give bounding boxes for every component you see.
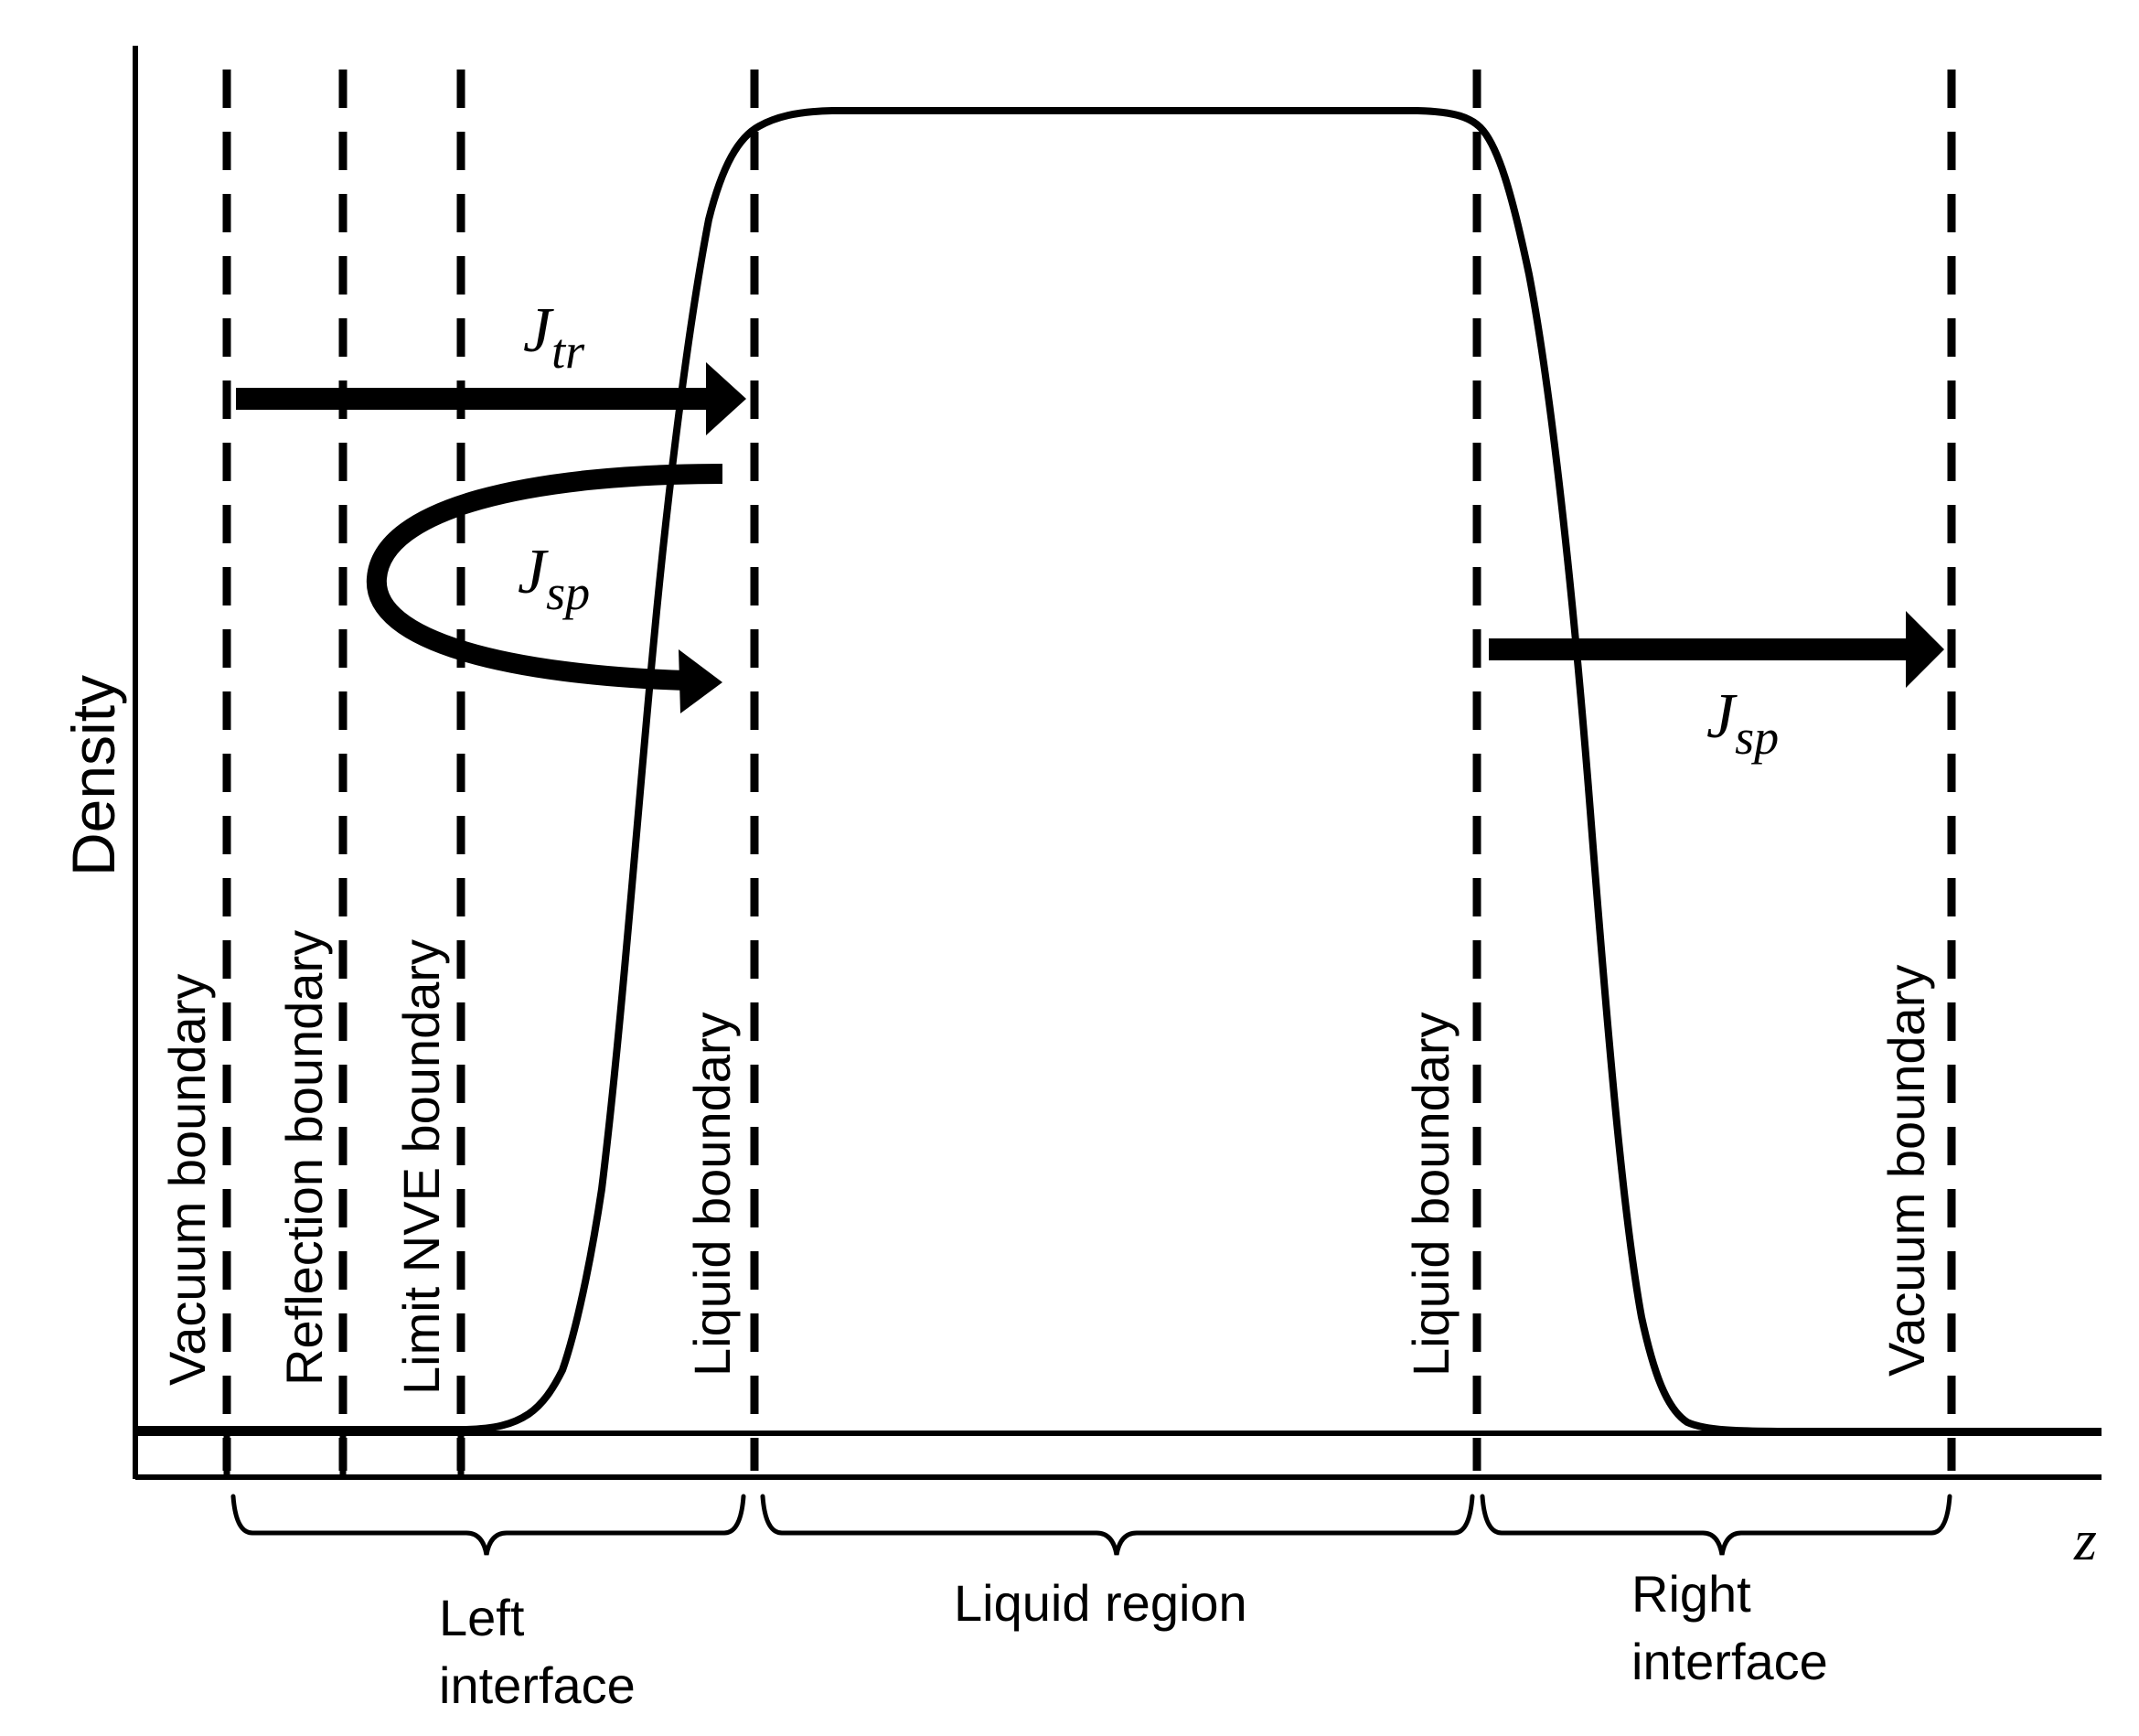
region-labels: Left interface Liquid region Right inter…: [439, 1565, 1828, 1714]
y-axis-label: Density: [59, 675, 127, 876]
boundary-lines: [222, 70, 1956, 1471]
specular-flux-left-arrow: [366, 464, 723, 713]
left-interface-brace: [230, 1494, 746, 1556]
right-interface-brace: [1480, 1494, 1952, 1556]
reflection-boundary-label: Reflection boundary: [275, 930, 333, 1386]
boundary-labels: Vacuum boundary Reflection boundary Limi…: [158, 930, 1935, 1395]
liquid-region-brace: [760, 1494, 1475, 1556]
liquid-boundary-right-label: Liquid boundary: [1402, 1012, 1460, 1377]
x-axis-label: z: [2073, 1507, 2097, 1572]
specular-flux-right-arrow: [1489, 611, 1944, 688]
region-braces: [230, 1494, 1952, 1556]
right-interface-label-line1: Right: [1631, 1565, 1751, 1623]
vacuum-boundary-left-label: Vacuum boundary: [158, 974, 216, 1386]
limit-nve-boundary-label: Limit NVE boundary: [392, 939, 450, 1395]
transmitted-flux-arrow: [236, 362, 746, 435]
left-interface-label-line2: interface: [439, 1656, 636, 1714]
transmitted-flux-label: Jtr: [523, 295, 585, 379]
liquid-region-label: Liquid region: [954, 1574, 1247, 1632]
vacuum-boundary-right-label: Vacuum boundary: [1877, 965, 1935, 1377]
axis-ticks: [223, 1433, 465, 1477]
specular-flux-right-label: Jsp: [1706, 681, 1779, 765]
specular-flux-left-label: Jsp: [518, 537, 590, 620]
right-interface-label-line2: interface: [1631, 1633, 1828, 1690]
density-profile-curve: [135, 107, 2102, 1435]
liquid-boundary-left-label: Liquid boundary: [683, 1012, 741, 1377]
left-interface-label-line1: Left: [439, 1589, 525, 1646]
